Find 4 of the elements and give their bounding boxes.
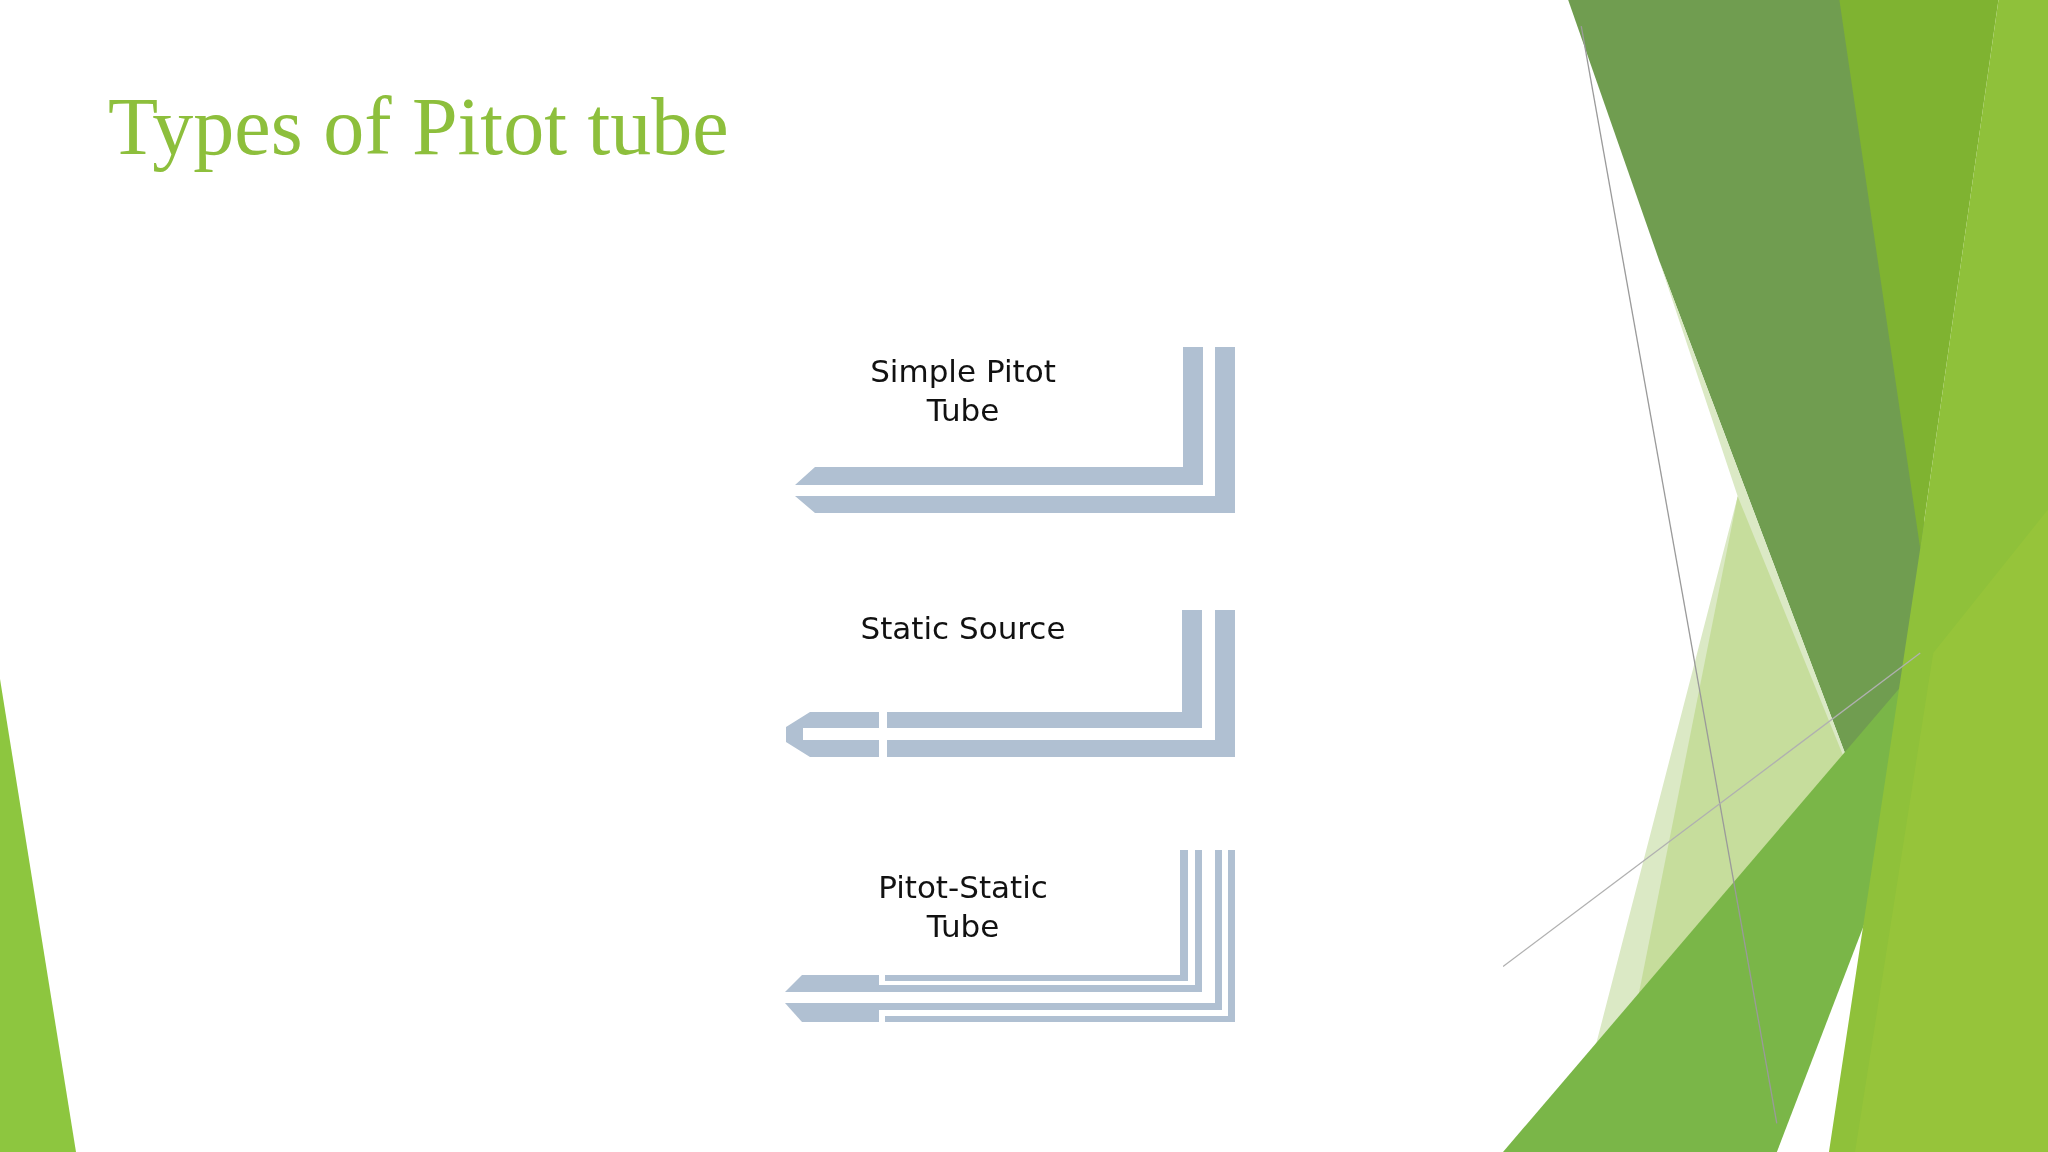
slide-title: Types of Pitot tube	[108, 82, 729, 173]
tube-label: Pitot-Static Tube	[877, 868, 1049, 946]
tube-label: Static Source	[859, 609, 1067, 648]
tube-label: Simple Pitot Tube	[869, 352, 1057, 430]
